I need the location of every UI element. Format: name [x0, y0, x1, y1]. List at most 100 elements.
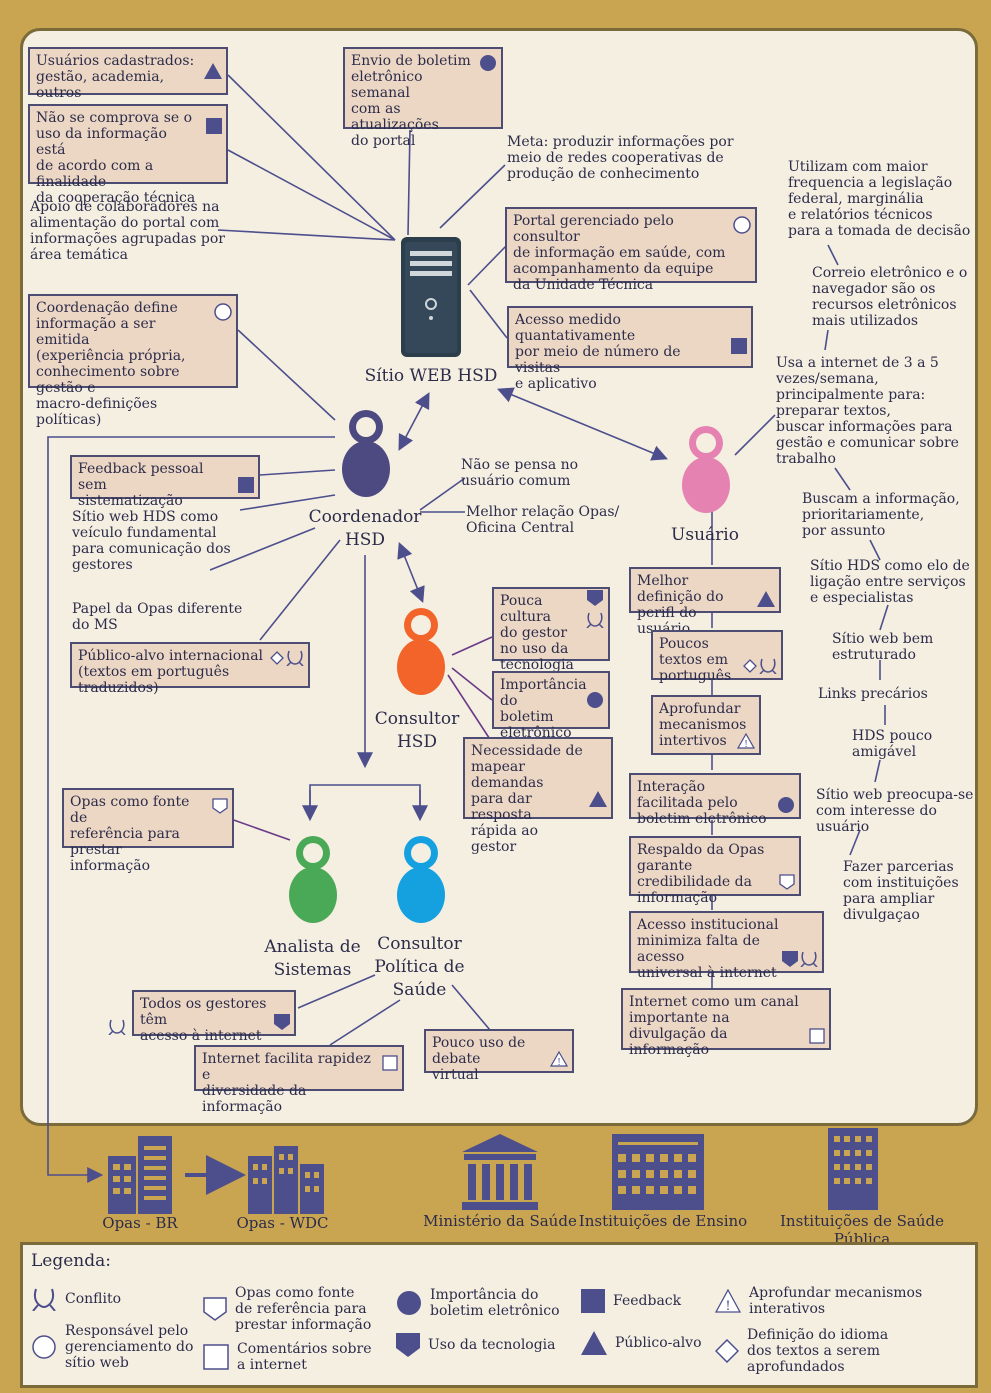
conflict-icon — [108, 1019, 126, 1036]
triangle-icon — [589, 791, 607, 807]
box-text: Pouco uso de debate virtual — [432, 1035, 526, 1083]
filled-circle-icon — [778, 797, 794, 813]
analyst-label: Analista de Sistemas — [264, 937, 361, 980]
box-acesso-medido: Acesso medido quantativamente por meio d… — [507, 306, 753, 392]
conflict-icon — [800, 951, 818, 967]
diamond-icon — [270, 651, 284, 665]
text-usa-internet: Usa a internet de 3 a 5 vezes/semana, pr… — [776, 355, 959, 467]
box-text: Importância do boletim eletrônico — [500, 677, 587, 741]
text-sitio-bem: Sítio web bem estruturado — [832, 631, 934, 663]
text-hds-pouco: HDS pouco amigável — [852, 728, 933, 760]
legend-item-conflito: Conflito — [31, 1287, 121, 1311]
open-square-icon — [203, 1344, 229, 1370]
shield-filled-icon — [396, 1333, 420, 1357]
consultant-label: Consultor HSD — [374, 709, 460, 752]
box-interacao: Interação facilitada pelo boletim eletrô… — [629, 773, 801, 827]
building-icon — [248, 1146, 324, 1214]
text-meta: Meta: produzir informações por meio de r… — [507, 134, 734, 182]
legend-item-responsavel: Responsável pelo gerenciamento do sítio … — [31, 1323, 193, 1371]
shield-filled-icon — [587, 590, 603, 606]
building-icon — [108, 1136, 172, 1214]
conflict-icon — [586, 612, 604, 628]
open-circle-icon — [32, 1335, 56, 1359]
open-circle-icon — [733, 216, 751, 234]
box-text: Internet como um canal importante na div… — [629, 994, 799, 1058]
legend-item-publico-alvo: Público-alvo — [581, 1331, 702, 1355]
box-text: Internet facilita rapidez e diversidade … — [202, 1051, 371, 1115]
square-icon — [238, 477, 254, 493]
text-utilizam: Utilizam com maior frequencia a legislaç… — [788, 159, 971, 239]
conflict-icon — [759, 658, 777, 674]
filled-circle-icon — [587, 692, 603, 708]
box-publico-alvo: Público-alvo internacional (textos em po… — [70, 642, 310, 696]
text-sitio-elo: Sítio HDS como elo de ligação entre serv… — [810, 558, 970, 606]
box-necessidade: Necessidade de mapear demandas para dar … — [463, 737, 613, 855]
text-nao-pensa: Não se pensa no usuário comum — [461, 457, 579, 489]
box-todos-gestores: Todos os gestores têm acesso à internet — [132, 990, 296, 1044]
user-person-icon — [680, 423, 732, 517]
health-building-icon — [828, 1128, 878, 1210]
legend-item-importancia: Importância do boletim eletrônico — [396, 1287, 560, 1319]
box-melhor-definicao: Melhor definição do perifl do usuário — [629, 567, 781, 637]
box-text: Envio de boletim eletrônico semanal com … — [351, 53, 471, 149]
box-text: Necessidade de mapear demandas para dar … — [471, 743, 583, 855]
text-links: Links precários — [818, 686, 928, 702]
triangle-icon — [757, 591, 775, 607]
analyst-person-icon — [287, 833, 339, 927]
warning-triangle-icon: ! — [737, 733, 755, 749]
text-melhor-relacao: Melhor relação Opas/ Oficina Central — [466, 504, 620, 536]
legend-item-uso-tecnologia: Uso da tecnologia — [396, 1333, 556, 1357]
box-pouco-debate: Pouco uso de debate virtual ! — [424, 1029, 574, 1083]
box-internet-canal: Internet como um canal importante na div… — [621, 988, 831, 1058]
box-text: Coordenação define informação a ser emit… — [36, 300, 186, 428]
institution-ensino: Instituições de Ensino — [578, 1212, 748, 1230]
shield-filled-icon — [274, 1014, 290, 1030]
conflict-icon-outside — [108, 1003, 126, 1039]
diamond-icon — [715, 1339, 739, 1363]
box-feedback-pessoal: Feedback pessoal sem sistematização — [70, 455, 260, 509]
box-text: Opas como fonte de referência para prest… — [70, 794, 190, 874]
legend: Legenda: Conflito Responsável pelo geren… — [20, 1242, 978, 1388]
legend-item-feedback: Feedback — [581, 1289, 681, 1313]
text-sitio-veiculo: Sítio web HDS como veículo fundamental p… — [72, 509, 231, 573]
conflict-icon — [32, 1288, 56, 1311]
legend-title: Legenda: — [31, 1251, 111, 1271]
box-text: Usuários cadastrados: gestão, academia, … — [36, 53, 195, 101]
server-icon — [400, 236, 462, 358]
legend-item-definicao: Definição do idioma dos textos a serem a… — [715, 1327, 888, 1375]
user-label: Usuário — [671, 525, 739, 545]
box-acesso-institucional: Acesso institucional minimiza falta de a… — [629, 911, 824, 981]
coordinator-person-icon — [340, 407, 392, 501]
box-text: Respaldo da Opas garante credibilidade d… — [637, 842, 765, 906]
box-envio-boletim: Envio de boletim eletrônico semanal com … — [343, 47, 503, 149]
coordinator-label: Coordenador HSD — [308, 507, 422, 550]
text-fazer-parcerias: Fazer parcerias com instituições para am… — [843, 859, 959, 923]
box-text: Feedback pessoal sem sistematização — [78, 461, 204, 509]
box-text: Portal gerenciado pelo consultor de info… — [513, 213, 726, 293]
shield-outline-icon — [203, 1297, 227, 1321]
square-icon — [206, 118, 222, 134]
warning-triangle-icon: ! — [550, 1051, 568, 1067]
text-correio: Correio eletrônico e o navegador são os … — [812, 265, 968, 329]
square-icon — [731, 338, 747, 354]
server-label: Sítio WEB HSD — [364, 366, 498, 386]
legend-item-comentarios: Comentários sobre a internet — [203, 1341, 371, 1373]
square-icon — [581, 1289, 605, 1313]
legend-item-opas-fonte: Opas como fonte de referência para prest… — [203, 1285, 371, 1333]
box-coordenacao-define: Coordenação define informação a ser emit… — [28, 294, 238, 428]
box-text: Acesso medido quantativamente por meio d… — [515, 312, 681, 392]
conflict-icon — [286, 650, 304, 666]
filled-circle-icon — [480, 55, 496, 71]
shield-filled-icon — [782, 951, 798, 967]
box-respaldo: Respaldo da Opas garante credibilidade d… — [629, 836, 801, 906]
box-usuarios-cadastrados: Usuários cadastrados: gestão, academia, … — [28, 47, 228, 101]
policy-consultant-label: Consultor Política de Saúde — [374, 934, 465, 1000]
legend-item-aprofundar: ! Aprofundar mecanismos interativos — [715, 1285, 922, 1317]
box-opas-fonte: Opas como fonte de referência para prest… — [62, 788, 234, 874]
box-text: Melhor definição do perifl do usuário — [637, 573, 724, 637]
box-text: Poucos textos em português — [659, 636, 732, 684]
box-pouca-cultura: Pouca cultura do gestor no uso da tecnol… — [492, 587, 610, 673]
box-aprofundar: Aprofundar mecanismos intertivos ! — [651, 695, 761, 755]
box-text: Interação facilitada pelo boletim eletrô… — [637, 779, 767, 827]
shield-outline-icon — [779, 874, 795, 890]
